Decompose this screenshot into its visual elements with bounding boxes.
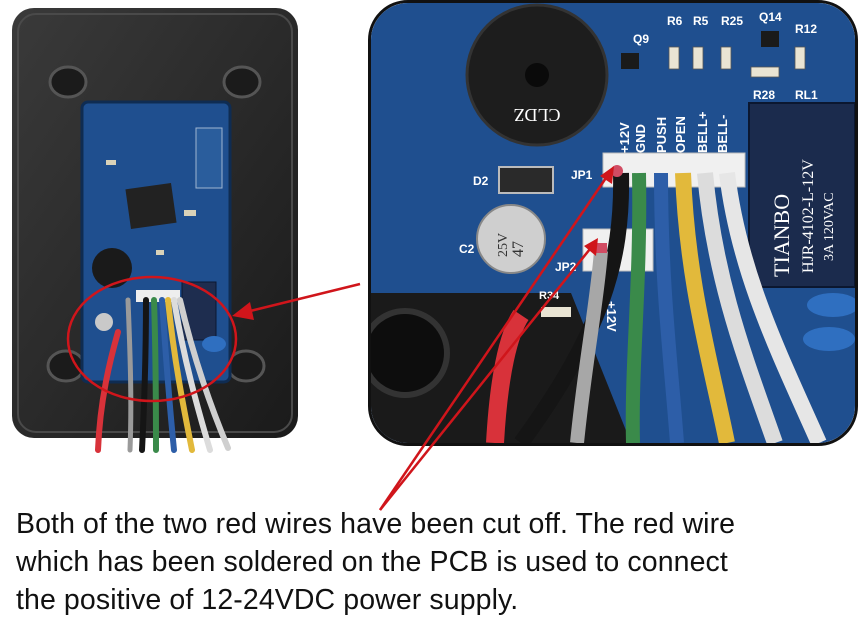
label-r6: R6 xyxy=(667,14,683,28)
label-jp1: JP1 xyxy=(571,168,593,182)
label-r5: R5 xyxy=(693,14,709,28)
label-r25: R25 xyxy=(721,14,743,28)
relay-brand: TIANBO xyxy=(769,194,794,277)
relay-rating: 3A 120VAC xyxy=(822,192,837,261)
solder-point-jp1 xyxy=(611,165,623,177)
solder-point-jp2 xyxy=(595,243,607,253)
label-12v: +12V xyxy=(617,122,632,153)
diode-d2 xyxy=(498,166,554,194)
terminal-labels: +12V GND PUSH OPEN BELL+ BELL- xyxy=(617,111,730,153)
capacitor-c2 xyxy=(476,204,546,274)
relay xyxy=(748,102,855,288)
label-bell-plus: BELL+ xyxy=(695,111,710,153)
capacitor-voltage: 25V xyxy=(496,233,511,257)
label-bell-minus: BELL- xyxy=(715,115,730,153)
pcb-closeup-photo: CLDZ Q9 R6 R5 R25 Q14 R12 R28 RL1 +12V G… xyxy=(368,0,858,446)
mcu-chip xyxy=(125,182,177,230)
label-r28: R28 xyxy=(753,88,775,102)
label-jp2: JP2 xyxy=(555,260,577,274)
label-d2: D2 xyxy=(473,174,489,188)
reader-back-photo xyxy=(12,8,298,453)
label-c2: C2 xyxy=(459,242,475,256)
label-gnd: GND xyxy=(633,124,648,153)
label-push: PUSH xyxy=(654,117,669,153)
caption-line-2: which has been soldered on the PCB is us… xyxy=(16,546,728,578)
label-open: OPEN xyxy=(673,116,688,153)
label-rl1: RL1 xyxy=(795,88,818,102)
label-q9: Q9 xyxy=(633,32,649,46)
pcb-closeup-svg: CLDZ Q9 R6 R5 R25 Q14 R12 R28 RL1 +12V G… xyxy=(371,3,855,443)
caption-text: Both of the two red wires have been cut … xyxy=(16,505,856,619)
buzzer-marking: CLDZ xyxy=(514,105,561,125)
label-r12: R12 xyxy=(795,22,817,36)
capacitor-value: 47 xyxy=(510,241,527,257)
screw-hole-closeup xyxy=(371,308,450,398)
label-q14: Q14 xyxy=(759,10,782,24)
buzzer xyxy=(92,248,132,288)
caption-line-3: the positive of 12-24VDC power supply. xyxy=(16,584,519,616)
label-r34: R34 xyxy=(539,290,560,302)
caption-line-1: Both of the two red wires have been cut … xyxy=(16,508,736,540)
relay-model: HJR-4102-L-12V xyxy=(800,159,817,273)
